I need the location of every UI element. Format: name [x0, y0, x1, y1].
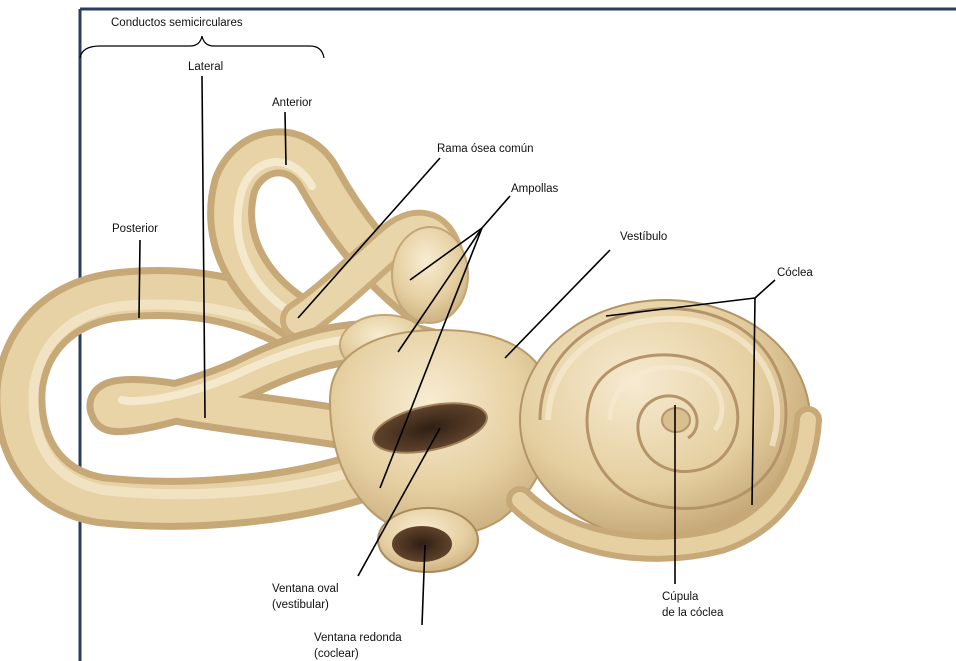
label-ventana-oval-2: (vestibular) — [272, 599, 329, 611]
cochlea — [520, 300, 810, 548]
leader-coclea-3 — [755, 280, 775, 298]
label-posterior: Posterior — [112, 223, 158, 235]
label-anterior: Anterior — [272, 97, 312, 109]
leader-lateral — [202, 76, 205, 418]
leader-anterior — [285, 112, 286, 165]
heading-brace — [80, 36, 324, 58]
label-cupula-2: de la cóclea — [662, 607, 724, 619]
label-ventana-redonda-2: (coclear) — [314, 648, 359, 660]
label-vestibulo: Vestíbulo — [620, 231, 667, 243]
leader-ampollas-4 — [482, 196, 510, 228]
label-cupula-1: Cúpula — [662, 591, 699, 603]
leader-posterior — [139, 240, 140, 318]
label-ampollas: Ampollas — [511, 183, 559, 195]
label-rama-osea-comun: Rama ósea común — [437, 143, 534, 155]
label-conductos-semicirculares: Conductos semicirculares — [111, 17, 243, 29]
label-ventana-redonda-1: Ventana redonda — [314, 632, 402, 644]
bony-labyrinth — [19, 152, 810, 572]
round-window — [392, 526, 452, 562]
label-lateral: Lateral — [188, 61, 223, 73]
label-ventana-oval-1: Ventana oval — [272, 583, 339, 595]
label-coclea: Cóclea — [777, 267, 813, 279]
